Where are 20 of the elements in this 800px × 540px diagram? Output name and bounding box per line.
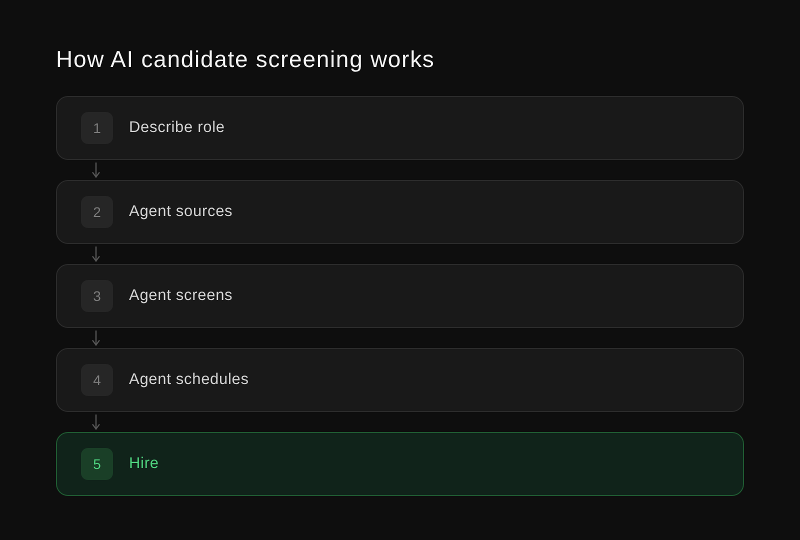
step-label: Hire [129,455,159,473]
arrow [92,414,100,430]
step-label: Describe role [129,119,225,137]
diagram-title: How AI candidate screening works [56,45,435,73]
step-label: Agent screens [129,287,233,305]
step-number: 4 [81,364,113,396]
step-label: Agent schedules [129,371,249,389]
step-number: 2 [81,196,113,228]
outcome-card [56,432,744,496]
step-card [56,96,744,160]
step-card [56,264,744,328]
arrow [92,330,100,346]
arrow [92,246,100,262]
step-label: Agent sources [129,203,233,221]
step-number: 3 [81,280,113,312]
step-card [56,180,744,244]
arrow [92,162,100,178]
step-card [56,348,744,412]
step-number: 5 [81,448,113,480]
step-number: 1 [81,112,113,144]
